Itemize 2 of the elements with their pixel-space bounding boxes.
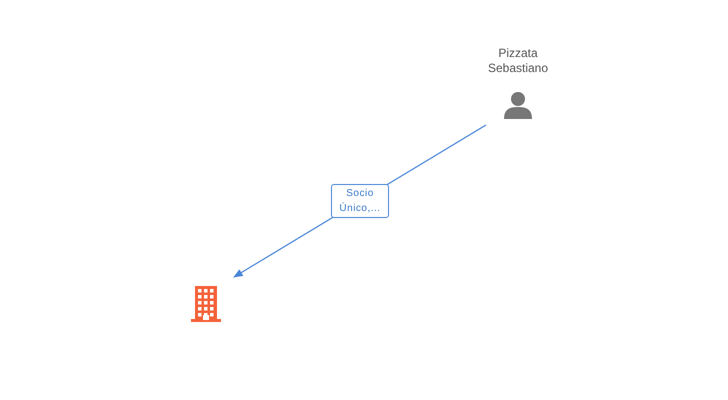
- person-name: Pizzata Sebastiano: [486, 46, 550, 76]
- edge-label: Socio Único,...: [331, 184, 389, 218]
